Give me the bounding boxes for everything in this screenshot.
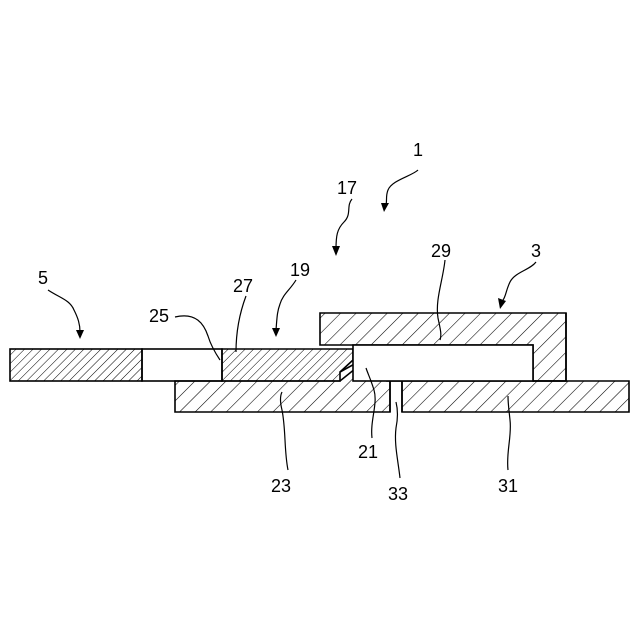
leader-3-arrowhead bbox=[498, 298, 506, 309]
label-27: 27 bbox=[233, 276, 253, 296]
part-25-gap-section bbox=[142, 349, 222, 381]
part-5-left-plate bbox=[10, 349, 142, 381]
label-17: 17 bbox=[337, 178, 357, 198]
label-21: 21 bbox=[358, 442, 378, 462]
leader-5 bbox=[48, 290, 80, 332]
label-5: 5 bbox=[38, 268, 48, 288]
leader-19 bbox=[276, 280, 296, 330]
leader-25 bbox=[175, 316, 220, 360]
label-23: 23 bbox=[271, 476, 291, 496]
leader-19-arrowhead bbox=[272, 328, 280, 337]
leader-3 bbox=[503, 262, 536, 300]
label-25: 25 bbox=[149, 306, 169, 326]
leader-17 bbox=[336, 199, 352, 249]
label-29: 29 bbox=[431, 241, 451, 261]
leader-33 bbox=[395, 402, 400, 478]
part-19-plate-segment bbox=[222, 349, 353, 381]
label-33: 33 bbox=[388, 484, 408, 504]
leader-1-arrowhead bbox=[381, 203, 389, 212]
leader-1 bbox=[385, 170, 418, 207]
leader-27 bbox=[236, 296, 246, 352]
label-3: 3 bbox=[531, 241, 541, 261]
label-1: 1 bbox=[413, 140, 423, 160]
label-19: 19 bbox=[290, 260, 310, 280]
leader-17-arrowhead bbox=[332, 246, 340, 256]
label-31: 31 bbox=[498, 476, 518, 496]
part-29-inner-slot bbox=[353, 345, 533, 381]
leader-5-arrowhead bbox=[76, 330, 84, 339]
